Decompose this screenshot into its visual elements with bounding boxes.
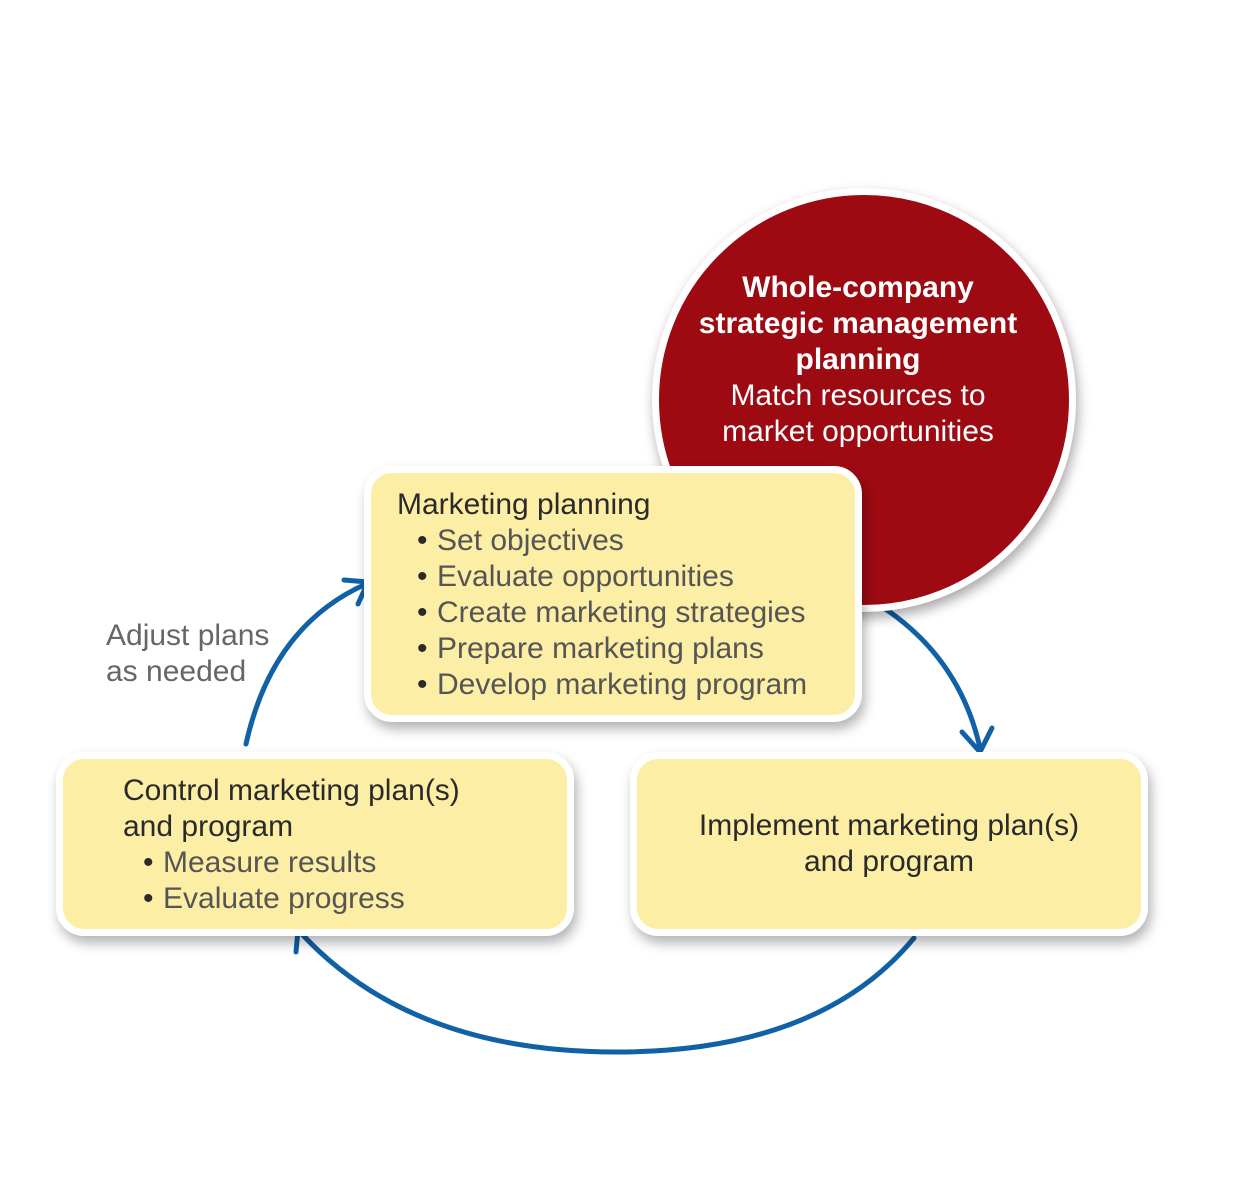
bullet-icon: • <box>417 524 428 557</box>
bullet-icon: • <box>417 560 428 593</box>
list-item-text: Evaluate opportunities <box>437 560 734 593</box>
arrow-planning-to-implement <box>865 595 983 751</box>
list-item: • Measure results <box>143 845 567 881</box>
implement-marketing-title: Implement marketing plan(s) and program <box>699 808 1079 880</box>
adjust-plans-note-line: Adjust plans <box>106 619 270 652</box>
bullet-icon: • <box>143 882 154 915</box>
marketing-planning-title: Marketing planning <box>397 488 651 521</box>
bullet-icon: • <box>417 596 428 629</box>
implement-marketing-title-line: Implement marketing plan(s) <box>698 809 1080 842</box>
control-marketing-title-line: and program <box>123 810 294 843</box>
circle-title-line: strategic management <box>698 307 1018 340</box>
list-item-text: Evaluate progress <box>163 882 405 915</box>
list-item-text: Measure results <box>163 846 377 879</box>
control-marketing-list: • Measure results • Evaluate progress <box>123 845 567 917</box>
list-item: • Create marketing strategies <box>417 595 855 631</box>
control-marketing-box: Control marketing plan(s) and program • M… <box>56 752 574 936</box>
list-item-text: Prepare marketing plans <box>437 632 764 665</box>
implement-marketing-title-line: and program <box>803 845 975 878</box>
marketing-planning-list: •Set objectives •Evaluate opportunities … <box>397 523 855 703</box>
implement-marketing-box: Implement marketing plan(s) and program <box>630 752 1148 936</box>
bullet-icon: • <box>417 668 428 701</box>
control-marketing-title-line: Control marketing plan(s) <box>123 774 460 807</box>
circle-body-line: market opportunities <box>722 415 994 448</box>
arrow-implement-to-control <box>297 929 917 1055</box>
list-item: • Evaluate progress <box>143 881 567 917</box>
list-item-text: Set objectives <box>437 524 624 557</box>
bullet-icon: • <box>417 632 428 665</box>
list-item: • Prepare marketing plans <box>417 631 855 667</box>
list-item-text: Create marketing strategies <box>437 596 806 629</box>
circle-title-line: Whole-company <box>742 271 974 304</box>
list-item-text: Develop marketing program <box>437 668 808 701</box>
strategic-planning-text: Whole-company strategic management plann… <box>672 270 1044 450</box>
adjust-plans-note: Adjust plans as needed <box>106 618 269 690</box>
adjust-plans-note-line: as needed <box>106 655 247 688</box>
marketing-planning-box: Marketing planning • Set objectives • Eval… <box>364 466 862 722</box>
arrow-control-to-planning <box>243 581 369 747</box>
bullet-icon: • <box>143 846 154 879</box>
list-item: • Develop marketing program <box>417 667 855 703</box>
list-item: • Set objectives <box>417 523 855 559</box>
list-item: • Evaluate opportunities <box>417 559 855 595</box>
circle-title-line: planning <box>795 343 921 376</box>
circle-body-line: Match resources to <box>730 379 986 412</box>
